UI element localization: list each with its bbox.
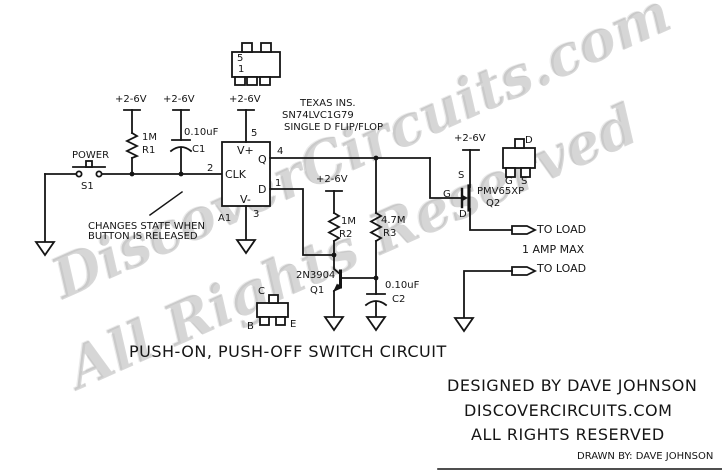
ic-maker: TEXAS INS. bbox=[300, 98, 356, 109]
note-line2: BUTTON IS RELEASED bbox=[88, 231, 198, 242]
pin-label-d: D bbox=[258, 183, 267, 196]
ground-symbol bbox=[453, 317, 475, 333]
note-line1: CHANGES STATE WHEN bbox=[88, 221, 205, 232]
s1-ref: S1 bbox=[81, 181, 94, 192]
mosfet-q2-symbol bbox=[460, 149, 513, 231]
pin-number-vminus: 3 bbox=[253, 209, 260, 220]
ground-symbol bbox=[34, 241, 56, 257]
supply-label-ic: +2-6V bbox=[229, 94, 261, 105]
pin-number-d: 1 bbox=[275, 178, 282, 189]
q1-pkg-b: B bbox=[247, 321, 254, 332]
q1-part: 2N3904 bbox=[296, 270, 336, 281]
ground-symbol bbox=[323, 316, 345, 332]
ground-symbol bbox=[365, 316, 387, 332]
r2-ref: R2 bbox=[339, 229, 353, 240]
footer-drawn-by: DRAWN BY: DAVE JOHNSON bbox=[577, 451, 714, 462]
q2-drain-label: D bbox=[459, 209, 467, 220]
r2-value: 1M bbox=[341, 216, 356, 227]
supply-label-r2: +2-6V bbox=[316, 174, 348, 185]
ic-package-drawing bbox=[231, 42, 281, 86]
supply-label-q2: +2-6V bbox=[454, 133, 486, 144]
footer-rights: ALL RIGHTS RESERVED bbox=[471, 425, 665, 444]
schematic-title: PUSH-ON, PUSH-OFF SWITCH CIRCUIT bbox=[129, 342, 447, 361]
pin-number-clk: 2 bbox=[207, 163, 214, 174]
ic-ref: A1 bbox=[218, 213, 232, 224]
q2-gate-label: G bbox=[443, 189, 451, 200]
footer-designed: DESIGNED BY DAVE JOHNSON bbox=[447, 376, 698, 395]
c2-ref: C2 bbox=[392, 294, 406, 305]
q-output-wire bbox=[269, 155, 462, 199]
capacitor-c1-symbol bbox=[169, 109, 193, 177]
pin-label-q: Q bbox=[258, 153, 267, 166]
supply-label-r1: +2-6V bbox=[115, 94, 147, 105]
pin-number-q: 4 bbox=[277, 146, 284, 157]
pin-label-vminus: V- bbox=[240, 193, 251, 206]
callout-line bbox=[148, 190, 184, 217]
ic-package-pin5: 5 bbox=[237, 53, 244, 64]
q2-package-drawing bbox=[502, 138, 536, 178]
pin-number-vplus: 5 bbox=[251, 128, 258, 139]
input-wire bbox=[34, 173, 223, 257]
r3-value: 4.7M bbox=[381, 215, 406, 226]
load2-label: TO LOAD bbox=[537, 262, 587, 275]
resistor-r3-symbol bbox=[369, 157, 383, 281]
ic-package-pin1: 1 bbox=[238, 64, 245, 75]
load1-label: TO LOAD bbox=[537, 223, 587, 236]
ic-desc: SINGLE D FLIP/FLOP bbox=[284, 122, 384, 133]
supply-label-c1: +2-6V bbox=[163, 94, 195, 105]
output-flag-2 bbox=[453, 266, 538, 333]
power-label: POWER bbox=[72, 150, 110, 161]
q2-source-label: S bbox=[458, 170, 465, 181]
q1-ref: Q1 bbox=[310, 285, 325, 296]
q1-package-drawing bbox=[256, 294, 289, 326]
q2-pkg-d: D bbox=[525, 135, 533, 146]
resistor-r2-symbol bbox=[325, 190, 343, 256]
r1-ref: R1 bbox=[142, 145, 156, 156]
pin-label-vplus: V+ bbox=[237, 144, 254, 157]
ic-part: SN74LVC1G79 bbox=[282, 110, 354, 121]
footer-site: DISCOVERCIRCUITS.COM bbox=[464, 401, 673, 420]
power-switch-s1-symbol bbox=[72, 160, 106, 178]
d-input-wire bbox=[269, 188, 337, 258]
q1-pkg-c: C bbox=[258, 286, 265, 297]
ground-symbol bbox=[235, 239, 257, 255]
r3-ref: R3 bbox=[383, 228, 397, 239]
r1-value: 1M bbox=[142, 132, 157, 143]
output-flag-1 bbox=[511, 225, 538, 235]
q1-pkg-e: E bbox=[290, 319, 297, 330]
capacitor-c2-symbol bbox=[364, 277, 388, 332]
rating-label: 1 AMP MAX bbox=[522, 243, 585, 256]
c1-ref: C1 bbox=[192, 144, 206, 155]
q2-ref: Q2 bbox=[486, 198, 501, 209]
c1-value: 0.10uF bbox=[184, 127, 219, 138]
q2-part: PMV65XP bbox=[477, 186, 525, 197]
c2-value: 0.10uF bbox=[385, 280, 420, 291]
pin-label-clk: CLK bbox=[225, 168, 247, 181]
flipflop-ic-symbol bbox=[221, 109, 271, 255]
q2-pkg-s: S bbox=[521, 176, 528, 187]
q2-pkg-g: G bbox=[505, 176, 513, 187]
resistor-r1-symbol bbox=[123, 109, 141, 177]
transistor-q1-symbol bbox=[323, 254, 377, 332]
